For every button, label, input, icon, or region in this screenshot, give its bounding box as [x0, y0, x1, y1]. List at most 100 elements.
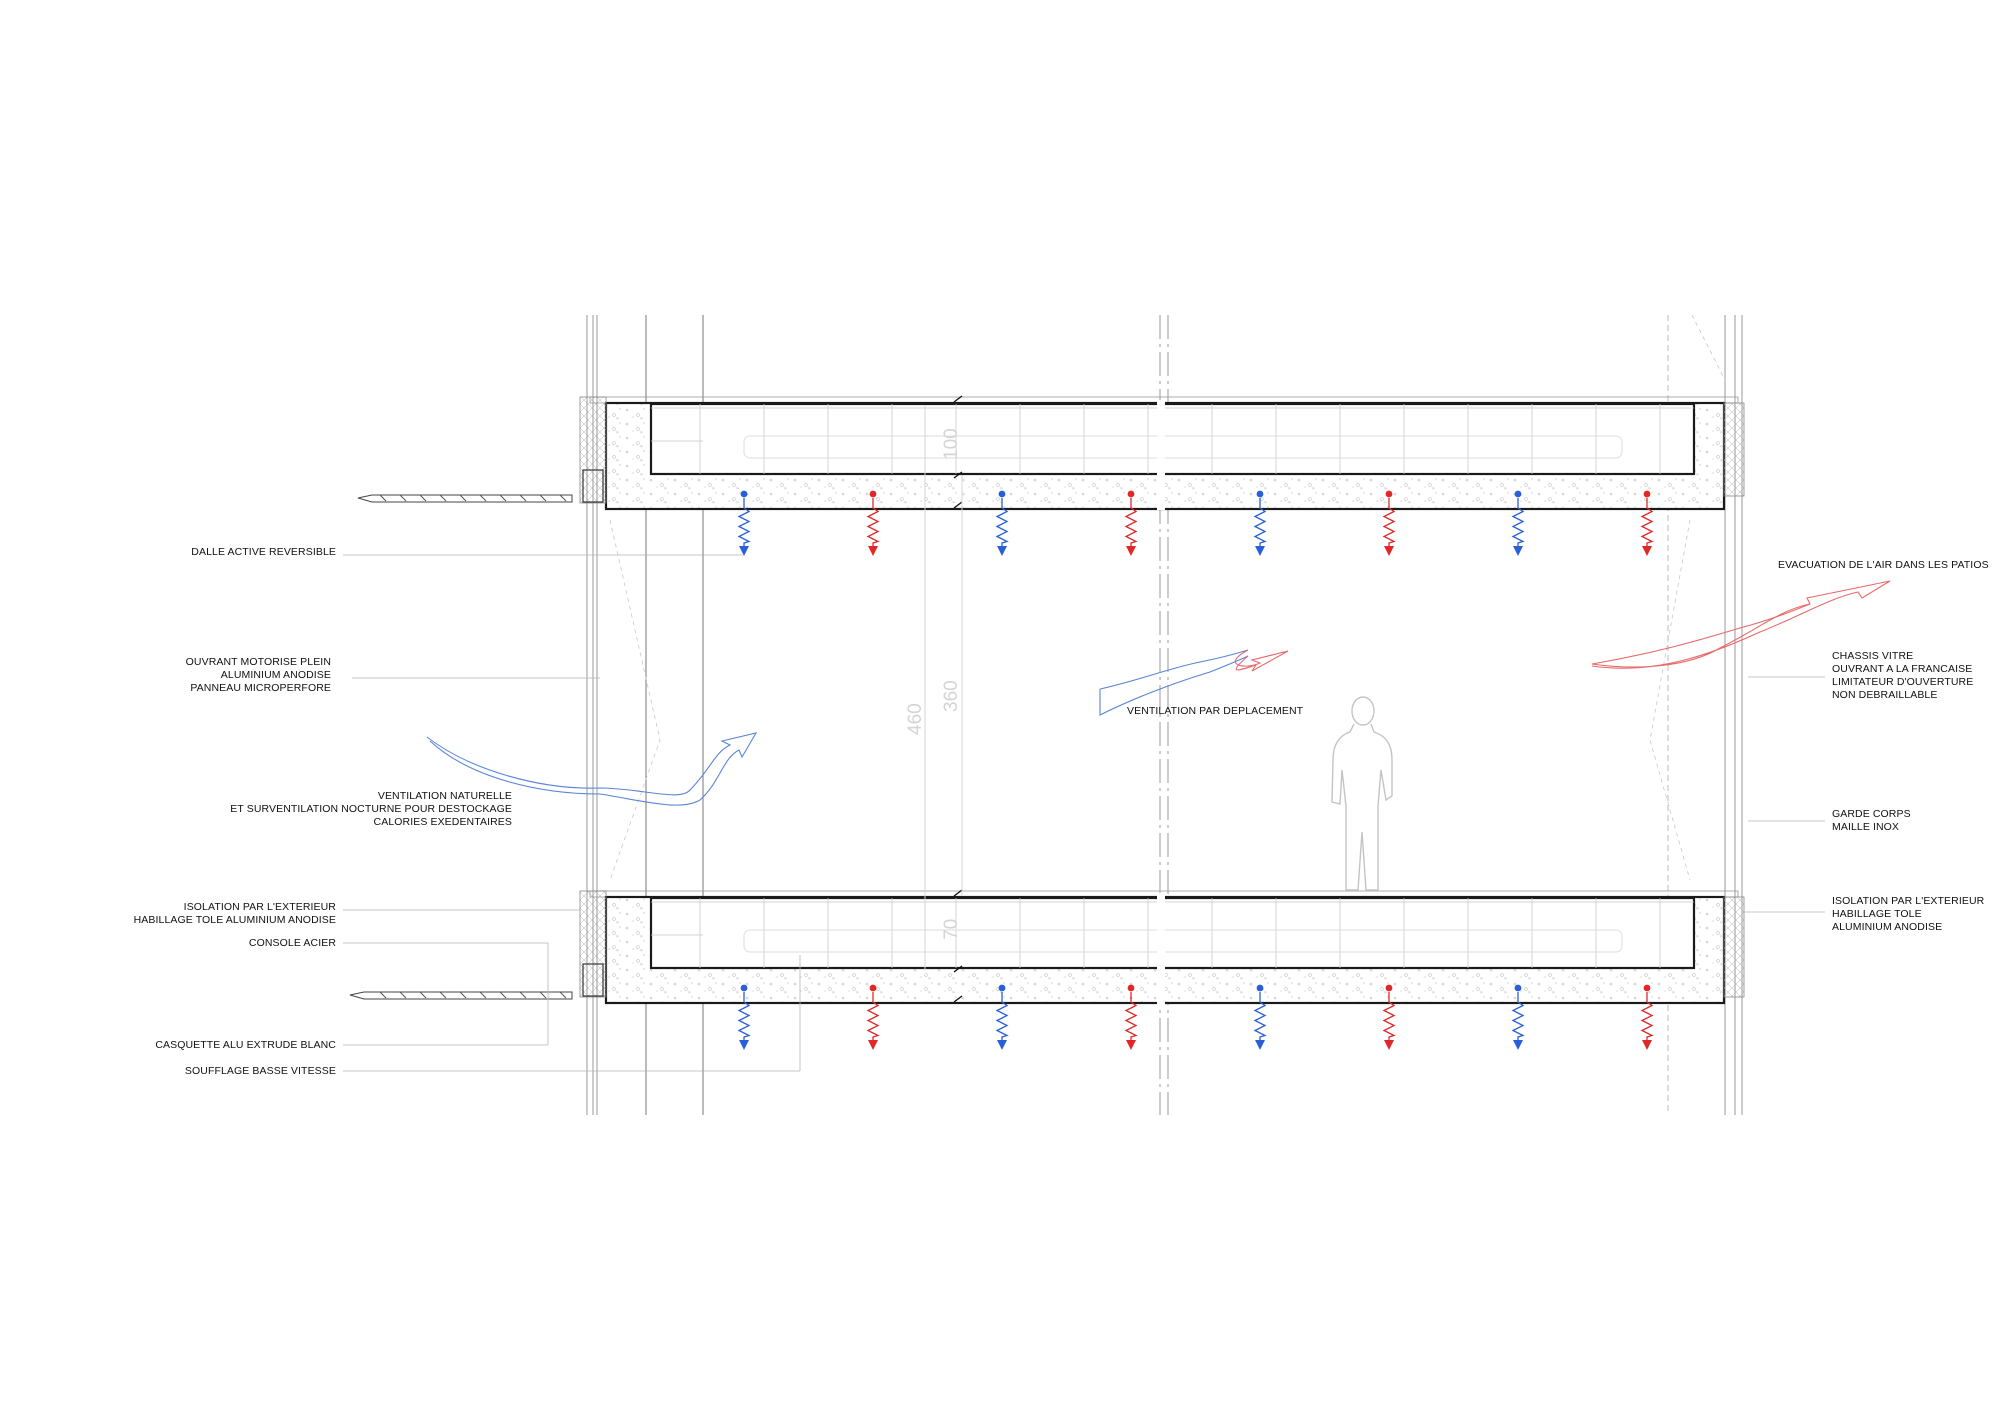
emitter-dot [869, 490, 877, 498]
label-garde-corps: GARDE CORPS MAILLE INOX [1832, 808, 1911, 833]
label-isolation-right-line-2: HABILLAGE TOLE [1832, 908, 1922, 920]
facade-dashed-hints [609, 314, 1726, 881]
emitter-dot [1127, 490, 1135, 498]
louver-blade [399, 494, 407, 502]
emitter-dot [869, 984, 877, 992]
dim-floor-height: 460 [905, 703, 926, 735]
upper-raised-floor-grid [651, 404, 1694, 474]
label-isolation-left-line-1: ISOLATION PAR L'EXTERIEUR [184, 901, 337, 913]
label-soufflage: SOUFFLAGE BASSE VITESSE [185, 1065, 336, 1077]
emitters-upper [737, 490, 1654, 556]
label-chassis: CHASSIS VITRE OUVRANT A LA FRANCAISE LIM… [1832, 650, 1973, 701]
emitter-dot [1514, 984, 1522, 992]
emitter-wave [1382, 992, 1396, 1042]
emitter-arrowhead [1126, 546, 1136, 556]
emitter-dot [740, 490, 748, 498]
emitters-lower [737, 984, 1654, 1050]
emitter-wave [1511, 498, 1525, 548]
person-silhouette [1331, 696, 1393, 891]
label-garde-corps-line-2: MAILLE INOX [1832, 821, 1899, 833]
emitter-arrowhead [739, 1040, 749, 1050]
louver-blade [439, 494, 447, 502]
emitter-wave [995, 992, 1009, 1042]
dimension-lines [924, 405, 963, 970]
label-ouvrant: OUVRANT MOTORISE PLEIN ALUMINIUM ANODISE… [186, 656, 331, 694]
emitter-dot [1643, 490, 1651, 498]
louver-blade [419, 494, 427, 502]
emitter-wave [866, 498, 880, 548]
emitter-arrowhead [1642, 1040, 1652, 1050]
airflow-evacuation-arrow [1591, 580, 1891, 669]
sun-shade-lower [349, 991, 573, 1000]
label-casquette: CASQUETTE ALU EXTRUDE BLANC [155, 1039, 336, 1051]
label-ventilation-naturelle: VENTILATION NATURELLE ET SURVENTILATION … [230, 790, 512, 828]
leader-lines [343, 554, 1825, 1072]
emitter-arrowhead [1255, 546, 1265, 556]
louver-blade [459, 494, 467, 502]
label-dalle-active-text: DALLE ACTIVE REVERSIBLE [191, 546, 336, 558]
label-ouvrant-line-3: PANNEAU MICROPERFORE [190, 682, 331, 694]
emitter-wave [1640, 992, 1654, 1042]
label-chassis-line-3: LIMITATEUR D'OUVERTURE [1832, 676, 1973, 688]
label-isolation-left-line-2: HABILLAGE TOLE ALUMINIUM ANODISE [134, 914, 336, 926]
louver-blade [519, 494, 527, 502]
dim-clear-height: 360 [941, 680, 962, 712]
emitter-arrowhead [739, 546, 749, 556]
louver-blade [559, 494, 567, 502]
label-isolation-right: ISOLATION PAR L'EXTERIEUR HABILLAGE TOLE… [1832, 895, 1985, 933]
label-vent-nat-line-2: ET SURVENTILATION NOCTURNE POUR DESTOCKA… [230, 803, 512, 815]
louver-blade [379, 494, 387, 502]
louver-blade [539, 494, 547, 502]
airflow-displacement-arrow [1099, 649, 1289, 716]
louver-blade [459, 991, 467, 999]
emitter-dot [1514, 490, 1522, 498]
emitter-dot [998, 490, 1006, 498]
louver-blade [539, 991, 547, 999]
lower-raised-floor-grid [651, 898, 1694, 968]
louver-blade [399, 991, 407, 999]
airflow-natural-ventilation-arrow [426, 732, 758, 806]
emitter-arrowhead [1513, 546, 1523, 556]
label-isolation-right-line-1: ISOLATION PAR L'EXTERIEUR [1832, 895, 1985, 907]
emitter-wave [1253, 498, 1267, 548]
label-vent-nat-line-3: CALORIES EXEDENTAIRES [374, 816, 512, 828]
label-chassis-line-1: CHASSIS VITRE [1832, 650, 1913, 662]
emitter-wave [737, 498, 751, 548]
break-marks [953, 395, 1165, 1005]
louver-blade [499, 494, 507, 502]
emitter-arrowhead [1384, 1040, 1394, 1050]
label-chassis-line-2: OUVRANT A LA FRANCAISE [1832, 663, 1972, 675]
emitter-wave [1124, 992, 1138, 1042]
emitter-wave [1382, 498, 1396, 548]
emitter-wave [1511, 992, 1525, 1042]
label-evacuation: EVACUATION DE L'AIR DANS LES PATIOS [1778, 559, 1989, 571]
louver-blade [439, 991, 447, 999]
emitter-wave [995, 498, 1009, 548]
louver-blade [479, 991, 487, 999]
dim-bottom-plenum: 70 [941, 919, 962, 940]
emitter-dot [1385, 984, 1393, 992]
emitter-arrowhead [1255, 1040, 1265, 1050]
emitter-wave [737, 992, 751, 1042]
emitter-wave [866, 992, 880, 1042]
louver-blade [419, 991, 427, 999]
label-vent-nat-line-1: VENTILATION NATURELLE [378, 790, 512, 802]
emitter-arrowhead [997, 1040, 1007, 1050]
emitter-wave [1124, 498, 1138, 548]
louver-blade [479, 494, 487, 502]
louver-blade [519, 991, 527, 999]
emitter-arrowhead [868, 546, 878, 556]
emitter-wave [1640, 498, 1654, 548]
emitter-dot [1127, 984, 1135, 992]
emitter-arrowhead [1642, 546, 1652, 556]
label-isolation-left: ISOLATION PAR L'EXTERIEUR HABILLAGE TOLE… [134, 901, 337, 926]
sun-shade-upper [357, 494, 573, 503]
label-dalle-active: DALLE ACTIVE REVERSIBLE [191, 546, 336, 558]
louver-blade [379, 991, 387, 999]
label-console-acier: CONSOLE ACIER [249, 937, 336, 949]
emitter-wave [1253, 992, 1267, 1042]
emitter-dot [998, 984, 1006, 992]
label-ouvrant-line-2: ALUMINIUM ANODISE [221, 669, 331, 681]
label-isolation-right-line-3: ALUMINIUM ANODISE [1832, 921, 1942, 933]
